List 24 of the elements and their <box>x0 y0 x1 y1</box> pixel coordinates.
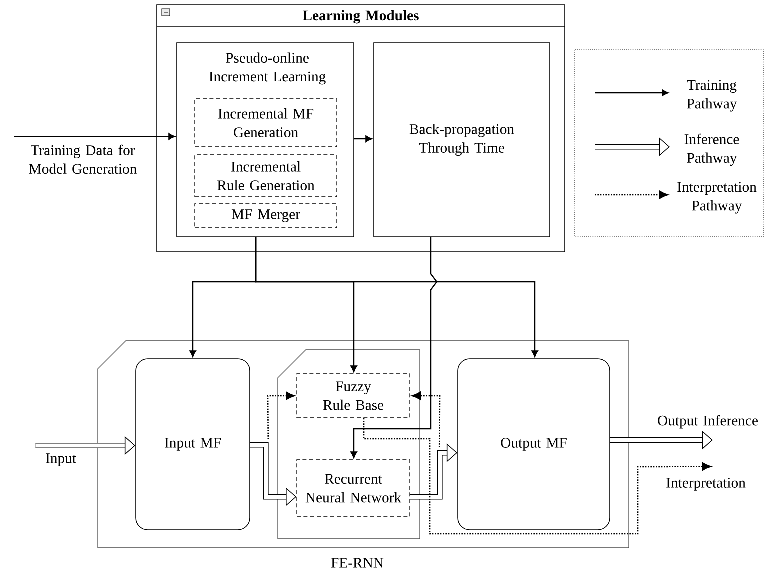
function-box: Input MF <box>136 358 250 530</box>
arrow <box>267 392 295 440</box>
legend-label: Training Pathway <box>687 80 738 112</box>
arrow <box>412 392 441 448</box>
arrow <box>354 136 372 142</box>
text-label: Output Inference <box>658 415 758 429</box>
legend-label: Inference Pathway <box>684 134 740 166</box>
component-box: Incremental Rule Generation <box>194 154 338 198</box>
function-box: Output MF <box>458 358 610 530</box>
node-label: FE-RNN <box>331 558 384 568</box>
text-label: Input <box>46 454 76 466</box>
component-box: Fuzzy Rule Base <box>296 374 410 418</box>
arrow <box>255 237 538 358</box>
network-panel <box>278 350 420 540</box>
module-box: Back-propagation Through Time <box>374 42 550 238</box>
component-box: Incremental MF Generation <box>194 98 338 148</box>
legend-label: Interpretation Pathway <box>678 182 757 214</box>
component-box: Recurrent Neural Network <box>296 460 410 518</box>
arrow <box>14 133 176 140</box>
component-box: MF Merger <box>194 204 338 228</box>
arrow <box>363 418 712 535</box>
arrow <box>350 237 438 458</box>
text-label: Interpretation <box>666 478 746 491</box>
text-label: Training Data for Model Generation <box>29 144 137 174</box>
